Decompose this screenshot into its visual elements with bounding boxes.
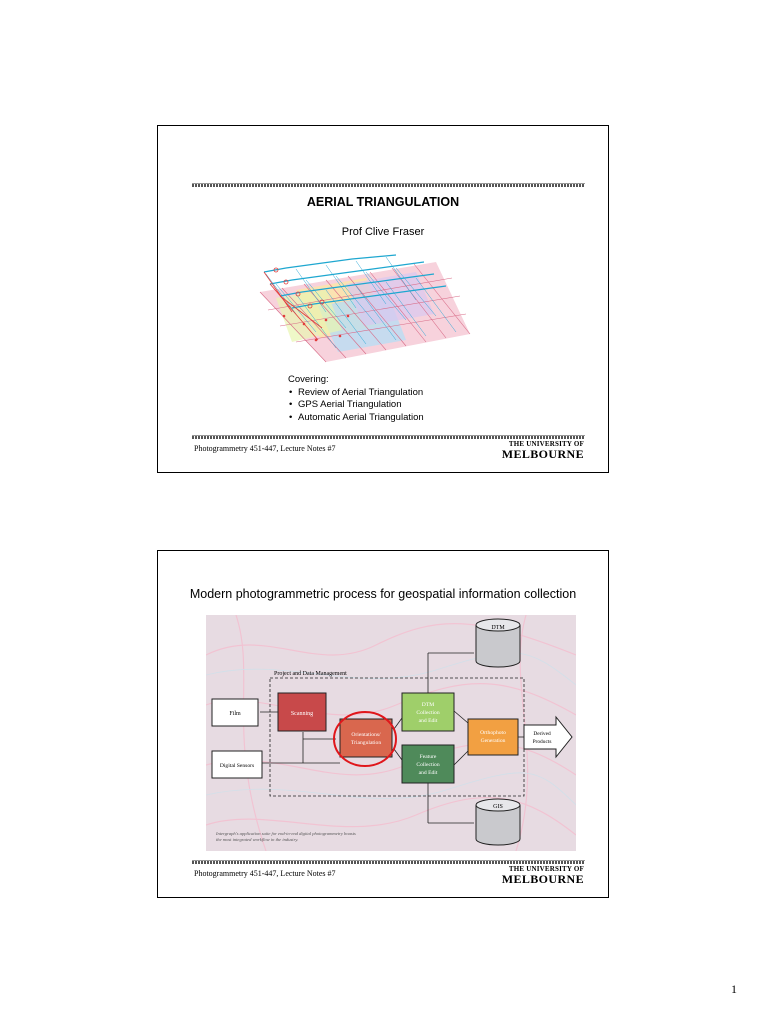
feature-collection-label: Feature: [420, 754, 437, 760]
page-number: 1: [731, 982, 737, 997]
feature-collection-label: and Edit: [419, 770, 438, 776]
slide-title: AERIAL TRIANGULATION: [158, 195, 608, 209]
slide-footer: Photogrammetry 451-447, Lecture Notes #7: [194, 869, 336, 878]
dtm-collection-label: Collection: [416, 710, 440, 716]
slide-2: Modern photogrammetric process for geosp…: [157, 550, 609, 898]
digital-sensors-label: Digital Sensors: [220, 763, 254, 769]
slide-1: AERIAL TRIANGULATION Prof Clive Fraser: [157, 125, 609, 473]
slide-title: Modern photogrammetric process for geosp…: [158, 587, 608, 601]
dtm-db-label: DTM: [491, 625, 505, 631]
orientations-label: Triangulation: [351, 740, 381, 746]
slide-footer: Photogrammetry 451-447, Lecture Notes #7: [194, 444, 336, 453]
list-item: Review of Aerial Triangulation: [288, 387, 424, 400]
derived-products-label: Products: [533, 739, 552, 745]
list-item: Automatic Aerial Triangulation: [288, 412, 424, 425]
orthophoto-label: Orthophoto: [480, 730, 506, 736]
dtm-collection-label: DTM: [422, 702, 434, 708]
feature-collection-label: Collection: [416, 762, 440, 768]
figure-caption: the most integrated workflow in the indu…: [216, 837, 298, 842]
university-logo: THE UNIVERSITY OF MELBOURNE: [502, 865, 584, 885]
orthophoto-label: Generation: [481, 738, 506, 744]
slide-author: Prof Clive Fraser: [158, 226, 608, 238]
bottom-divider: [192, 860, 585, 864]
top-divider: [192, 183, 585, 187]
orientations-label: Orientations/: [351, 732, 381, 738]
figure-caption: Intergraph's application suite for end-t…: [215, 831, 356, 836]
aerial-block-illustration: [256, 254, 474, 364]
dtm-collection-label: and Edit: [419, 718, 438, 724]
orientations-box: [340, 719, 392, 757]
university-logo: THE UNIVERSITY OF MELBOURNE: [502, 440, 584, 460]
gis-db-label: GIS: [493, 804, 503, 810]
list-item: GPS Aerial Triangulation: [288, 399, 424, 412]
bottom-divider: [192, 435, 585, 439]
workflow-diagram: DTM GIS Project and Data Management: [206, 615, 576, 851]
covering-label: Covering:: [288, 374, 424, 387]
film-label: Film: [229, 711, 241, 717]
project-label: Project and Data Management: [274, 671, 347, 677]
scanning-label: Scanning: [291, 711, 313, 717]
orthophoto-box: [468, 719, 518, 755]
covering-list: Covering: Review of Aerial Triangulation…: [288, 374, 424, 424]
derived-products-label: Derived: [533, 731, 551, 737]
